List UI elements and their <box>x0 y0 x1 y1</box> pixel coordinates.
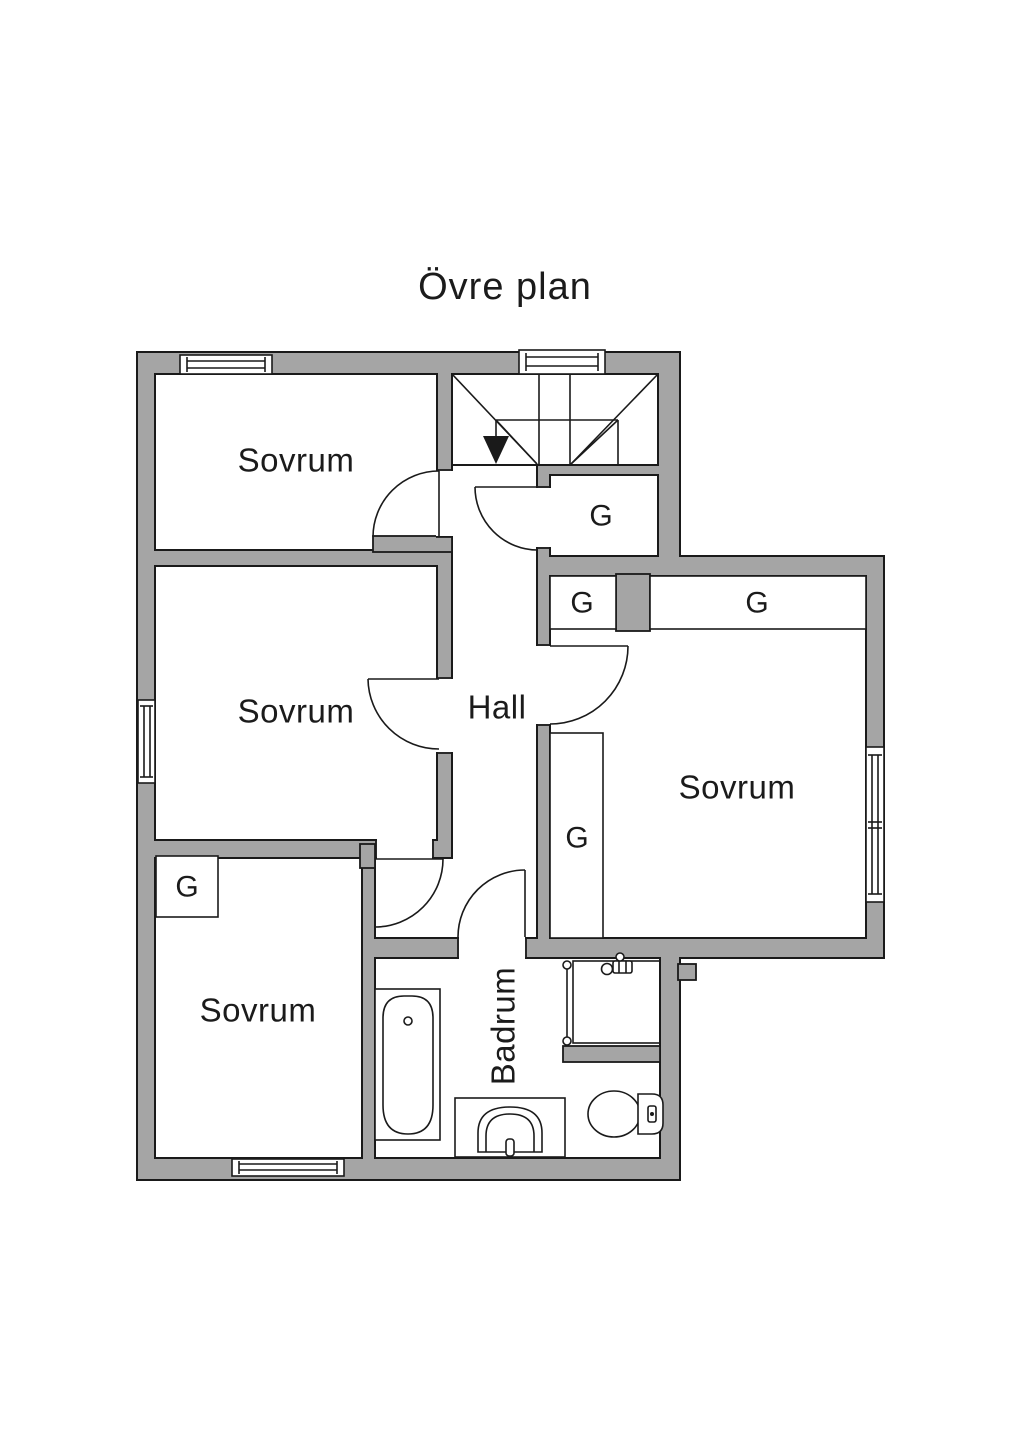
door-sovrum-top-left <box>372 469 453 538</box>
label-sovrum-right: Sovrum <box>679 769 796 806</box>
half-wall-shower <box>562 1045 661 1063</box>
closet-sovrum-bottom-left <box>155 855 219 918</box>
label-sovrum-bottom-left: Sovrum <box>200 992 317 1029</box>
door-sovrum-right <box>536 644 629 726</box>
wall-divider-closets <box>615 573 651 632</box>
closet-tall-right-sovrum <box>549 732 604 939</box>
window-top-stairs <box>518 349 606 375</box>
closet-under-stairs <box>549 474 659 557</box>
label-closet-bottom-left: G <box>175 871 198 904</box>
wall-nib-sovrum1-door <box>372 535 453 553</box>
closet-wide-right <box>649 575 867 630</box>
label-badrum: Badrum <box>485 967 522 1086</box>
window-top-left <box>179 354 273 375</box>
closet-small-right <box>549 575 617 630</box>
door-sovrum-bottom-left <box>374 839 444 928</box>
window-right <box>865 746 885 903</box>
wall-stub-corridor <box>359 843 376 869</box>
label-sovrum-top-left: Sovrum <box>238 442 355 479</box>
window-left <box>137 699 156 784</box>
label-hall: Hall <box>468 689 527 726</box>
plan-title: Övre plan <box>418 266 592 308</box>
door-badrum <box>457 869 527 959</box>
label-closet-small-right: G <box>570 587 593 620</box>
stairs <box>451 373 659 465</box>
stairs-down-arrow <box>483 436 509 464</box>
label-closet-wide-right: G <box>745 587 768 620</box>
door-closet-under-stairs <box>474 486 551 551</box>
bathtub <box>374 988 441 1141</box>
sink <box>454 1097 566 1158</box>
label-closet-under-stairs: G <box>589 500 612 533</box>
wall-stub-exterior <box>677 963 697 981</box>
label-closet-tall-right: G <box>565 822 588 855</box>
label-sovrum-mid-left: Sovrum <box>238 693 355 730</box>
room-sovrum-mid-left <box>154 565 438 841</box>
door-sovrum-mid-left <box>367 677 453 754</box>
shower-mixer-icon <box>600 952 633 976</box>
hall-corridor <box>374 464 538 939</box>
window-bottom <box>231 1158 345 1177</box>
toilet <box>587 1090 664 1138</box>
room-sovrum-top-left <box>154 373 438 551</box>
